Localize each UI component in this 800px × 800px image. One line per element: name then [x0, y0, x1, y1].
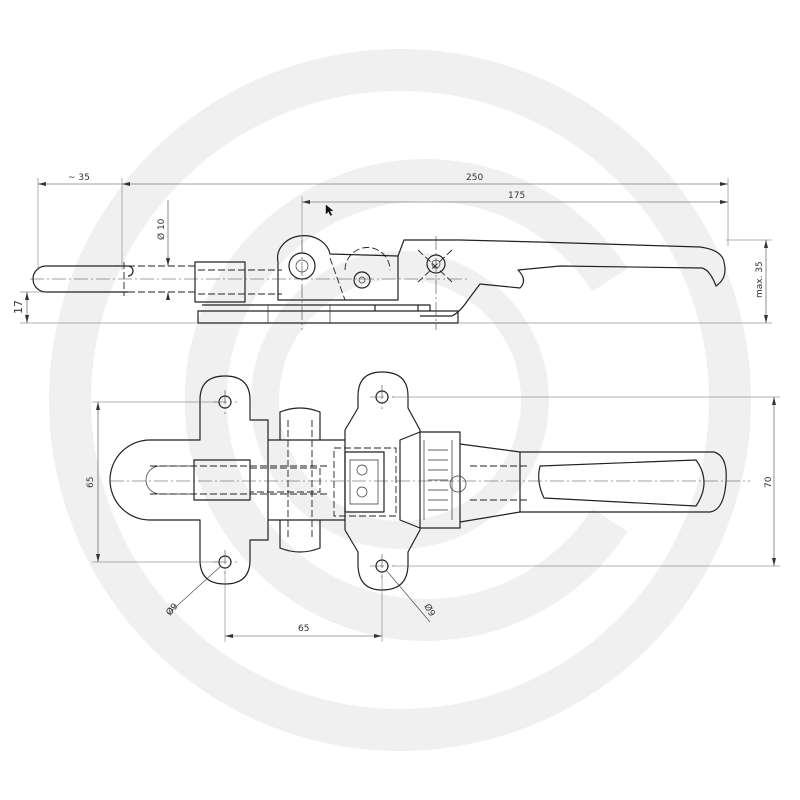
dim-250-label: 250 [466, 173, 483, 183]
dim-70-label: 70 [764, 476, 774, 488]
side-view [30, 235, 726, 330]
dim-175-label: 175 [508, 191, 525, 201]
dim-35-hook-label: ~ 35 [68, 173, 90, 183]
dim-max35-label: max. 35 [755, 261, 765, 298]
dim-65-horizontal-label: 65 [298, 624, 309, 634]
watermark-logo [49, 49, 751, 751]
dimension-lines [20, 178, 780, 642]
cursor-icon [325, 204, 334, 216]
dim-17-label: 17 [12, 300, 25, 314]
dim-pin-diameter-label: Ø 10 [156, 218, 167, 240]
dim-65-vertical-label: 65 [86, 477, 96, 488]
